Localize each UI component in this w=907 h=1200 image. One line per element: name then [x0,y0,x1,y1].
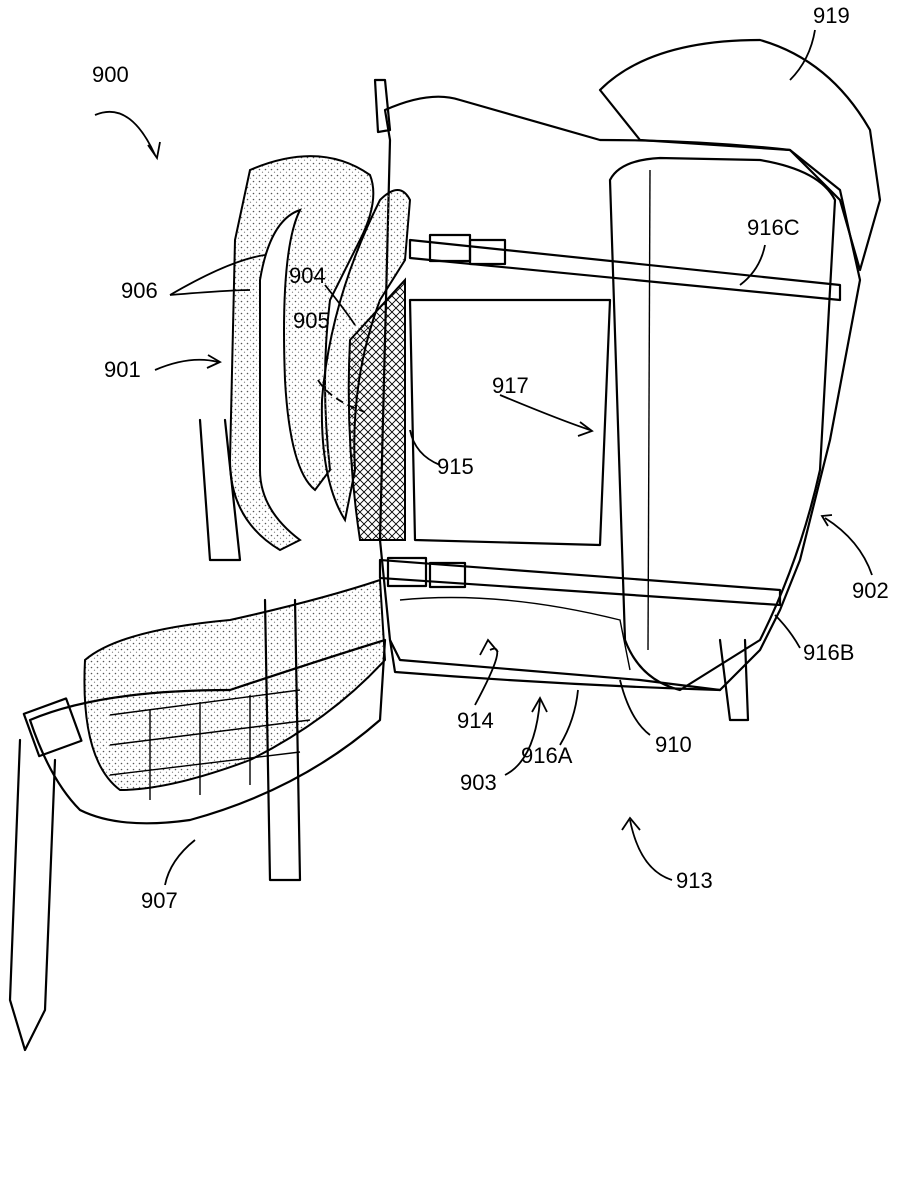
ref-916B: 916B [803,640,854,665]
reference-numerals: 900 919 916C 906 904 905 917 901 915 902… [92,3,889,913]
ref-906: 906 [121,278,158,303]
ref-914: 914 [457,708,494,733]
hip-buckle [22,697,83,758]
ref-900: 900 [92,62,129,87]
ref-902: 902 [852,578,889,603]
ref-916C: 916C [747,215,800,240]
buckle-lower [386,556,428,588]
buckle-upper [428,233,472,263]
ref-907: 907 [141,888,178,913]
ref-919: 919 [813,3,850,28]
compression-straps [378,233,842,607]
hip-belt [8,418,750,1052]
bag-body [378,38,882,692]
ref-916A: 916A [521,743,573,768]
ref-913: 913 [676,868,713,893]
ref-903: 903 [460,770,497,795]
leader-lines [94,29,873,886]
ref-917: 917 [492,373,529,398]
shoulder-straps [228,78,412,552]
ref-915: 915 [437,454,474,479]
ref-904: 904 [289,263,326,288]
ref-901: 901 [104,357,141,382]
ref-910: 910 [655,732,692,757]
ref-905: 905 [293,308,330,333]
